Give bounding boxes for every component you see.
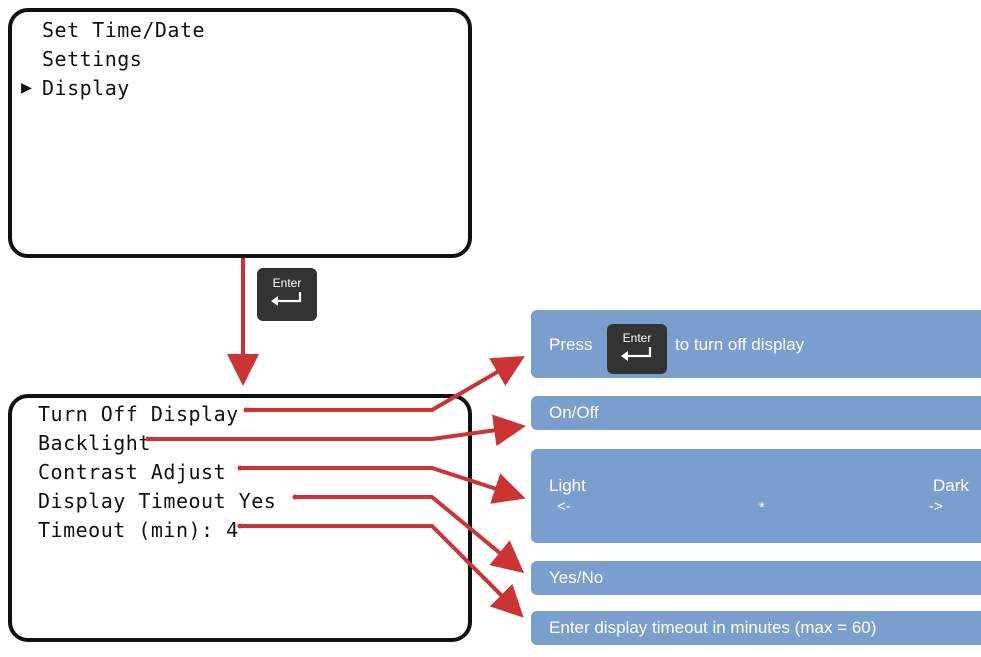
timeout-instruction-text: Enter display timeout in minutes (max = … [549,618,877,637]
selection-cursor-icon: ▶ [21,77,32,98]
light-label: Light [549,476,586,495]
turn-off-display-panel: Press Enter to turn off display [531,310,981,378]
menu-item-timeout-min[interactable]: Timeout (min): 4 [38,518,239,542]
connector-dot [237,523,243,529]
menu-item-set-time-date[interactable]: Set Time/Date [42,18,206,42]
contrast-marker: * [759,499,765,516]
return-arrow-icon [271,292,302,306]
arrow-display-timeout [295,495,525,574]
enter-key-inline-label: Enter [622,331,652,345]
enter-key-inline: Enter [607,324,667,374]
yes-no-text: Yes/No [549,568,604,587]
press-label: Press [549,335,593,354]
on-off-text: On/Off [549,403,599,422]
connector-dot [145,436,151,442]
menu-item-settings[interactable]: Settings [42,47,143,71]
connector-dot [292,494,298,500]
menu-item-display[interactable]: Display [42,76,130,100]
menu-item-backlight[interactable]: Backlight [38,431,151,455]
arrow-timeout-min [240,524,524,618]
enter-key-label: Enter [272,276,302,290]
dark-label: Dark [933,476,969,495]
contrast-panel: Light Dark <- * -> [531,449,981,543]
right-arrow-icon: -> [929,498,943,515]
arrow-turn-off-display [246,355,525,412]
menu-item-contrast-adjust[interactable]: Contrast Adjust [38,460,227,484]
arrow-contrast [240,466,526,504]
connector-dot [237,465,243,471]
menu-item-turn-off-display[interactable]: Turn Off Display [38,402,239,426]
turn-off-display-text: to turn off display [675,335,805,354]
main-menu-screen: Set Time/Date Settings ▶ Display [8,8,472,258]
backlight-panel: On/Off [531,396,981,430]
display-menu-screen: Turn Off Display Backlight Contrast Adju… [8,394,472,642]
return-arrow-icon [621,347,652,361]
connector-dot [243,407,249,413]
display-timeout-panel: Yes/No [531,561,981,595]
left-arrow-icon: <- [557,498,571,515]
timeout-minutes-panel: Enter display timeout in minutes (max = … [531,611,981,645]
enter-key-button[interactable]: Enter [257,268,317,321]
menu-item-display-timeout[interactable]: Display Timeout Yes [38,489,277,513]
arrow-backlight [148,414,526,447]
